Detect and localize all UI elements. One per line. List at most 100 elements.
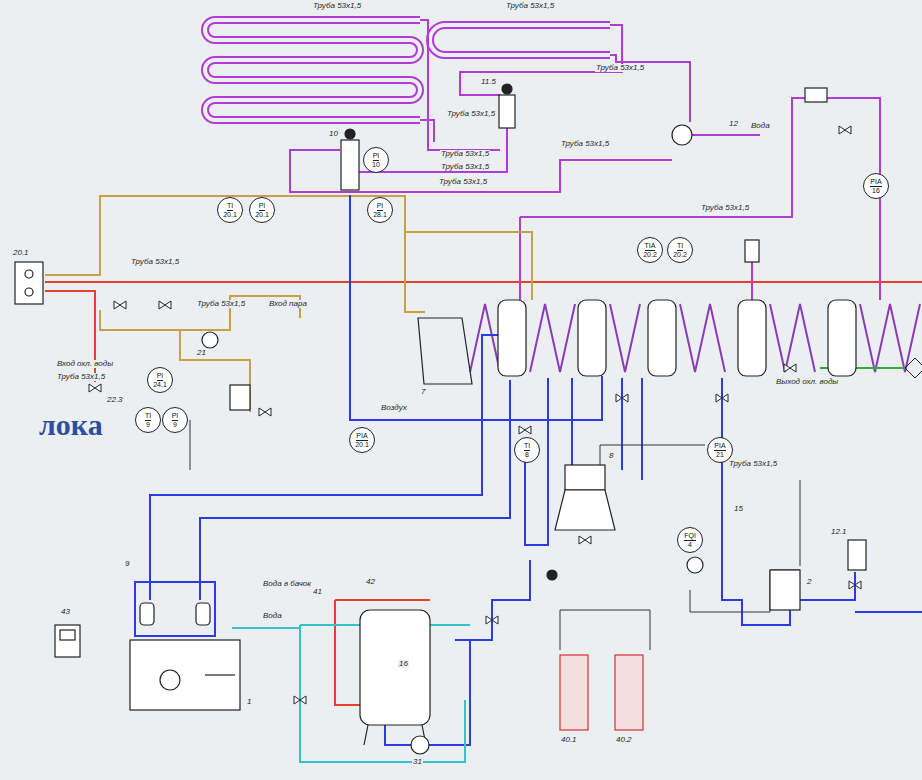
valve-group (784, 364, 796, 372)
pipe-blue (455, 560, 530, 640)
equipment (196, 603, 210, 625)
instrument-tag: 4 (688, 541, 692, 548)
equipment (230, 385, 250, 410)
instrument-bubble: TI20.1 (217, 197, 243, 223)
valve-group (839, 126, 851, 134)
pipe-purple (690, 134, 760, 136)
pipe-label: Вода (750, 122, 771, 130)
equipment (672, 125, 692, 145)
signal-line (560, 610, 650, 650)
valve-group (849, 581, 861, 589)
valve-group (519, 426, 531, 434)
instrument-tag: PI (259, 202, 266, 210)
equipment (502, 84, 512, 94)
callout-number: 9 (124, 560, 130, 568)
callout-number: 16 (398, 660, 409, 668)
pipe-purple (358, 128, 507, 172)
instrument-bubble: TI8 (514, 437, 540, 463)
equipment (547, 570, 557, 580)
signal-line (190, 420, 800, 650)
equipment (55, 625, 80, 657)
instrument-tag: 20.1 (255, 211, 269, 218)
pipe-blue (621, 378, 623, 470)
pipe-label: Труба 53х1,5 (560, 140, 610, 148)
instrument-tag: TI (227, 202, 233, 210)
heading-fragment: лока (38, 408, 104, 442)
equipment (60, 630, 75, 640)
pipe-label: Труба 53х1,5 (440, 163, 490, 171)
pipe-purple (519, 217, 521, 300)
instrument-tag: 28.1 (373, 211, 387, 218)
valve-group (89, 384, 101, 392)
pipe-blue (722, 378, 855, 625)
pipe-label: Труба 53х1,5 (700, 204, 750, 212)
pipe-label: Труба 53х1,5 (130, 258, 180, 266)
instrument-tag: 9 (173, 421, 177, 428)
equipment (565, 465, 605, 490)
pipe-label: Труба 53х1,5 (728, 460, 778, 468)
instrument-tag: PIA (356, 432, 367, 440)
instrument-bubble: PI20.1 (249, 197, 275, 223)
instrument-tag: TIA (645, 242, 656, 250)
valve-group (259, 408, 271, 416)
callout-number: 10 (328, 130, 339, 138)
equipment (345, 129, 355, 139)
equipment (202, 332, 218, 348)
heat-coil (205, 20, 610, 120)
callout-number: 12.1 (830, 528, 848, 536)
instrument-bubble: TI20.2 (667, 237, 693, 263)
instrument-tag: PI (373, 152, 380, 160)
equipment (648, 300, 676, 376)
equipment (770, 570, 800, 610)
instrument-tag: 8 (525, 451, 529, 458)
equipment (555, 490, 615, 530)
valve-group (716, 394, 728, 402)
valve-group (486, 616, 498, 624)
pipe-purple (460, 25, 622, 95)
valve-group (294, 696, 306, 704)
instrument-tag: 20.1 (223, 211, 237, 218)
equipment (745, 240, 759, 262)
instrument-bubble: PI10 (363, 147, 389, 173)
equipment (130, 640, 240, 710)
instrument-tag: TI (524, 442, 530, 450)
instrument-bubble: PI24.1 (147, 367, 173, 393)
pipe-blue (571, 378, 573, 470)
pipe-purple (770, 304, 815, 372)
heat-coil (205, 20, 420, 120)
pipe-blue (135, 195, 922, 745)
pipe-red (335, 600, 360, 705)
pipe-blue (135, 582, 215, 636)
pipe-blue (855, 611, 922, 613)
instrument-tag: 16 (872, 187, 880, 194)
equipment (341, 140, 359, 190)
pipe-tan (45, 196, 532, 412)
equipment (560, 655, 588, 730)
instrument-tag: 20.2 (643, 251, 657, 258)
equipment (25, 288, 33, 296)
callout-number: 12 (728, 120, 739, 128)
pipe-tan (45, 196, 425, 312)
heat-coil (205, 20, 420, 120)
valve-group (89, 126, 861, 704)
instrument-tag: PIA (714, 442, 725, 450)
equipment (160, 670, 180, 690)
equipment (687, 557, 703, 573)
instrument-tag: 24.1 (153, 381, 167, 388)
instrument-bubble: PI28.1 (367, 197, 393, 223)
pipe-label: Труба 53х1,5 (595, 64, 645, 72)
callout-number: 40.1 (560, 736, 578, 744)
equipment (738, 300, 766, 376)
equipment (418, 318, 472, 384)
instrument-bubble: PIA16 (863, 173, 889, 199)
callout-number: 31 (412, 758, 423, 766)
callout-number: 11.5 (480, 78, 497, 86)
pipe-label: Труба 53х1,5 (446, 110, 496, 118)
pipe-blue (350, 195, 602, 420)
instrument-tag: PIA (870, 178, 881, 186)
equipment (848, 540, 866, 570)
pipe-cyan (232, 625, 470, 762)
pipe-purple (680, 304, 725, 372)
instrument-tag: 10 (372, 161, 380, 168)
